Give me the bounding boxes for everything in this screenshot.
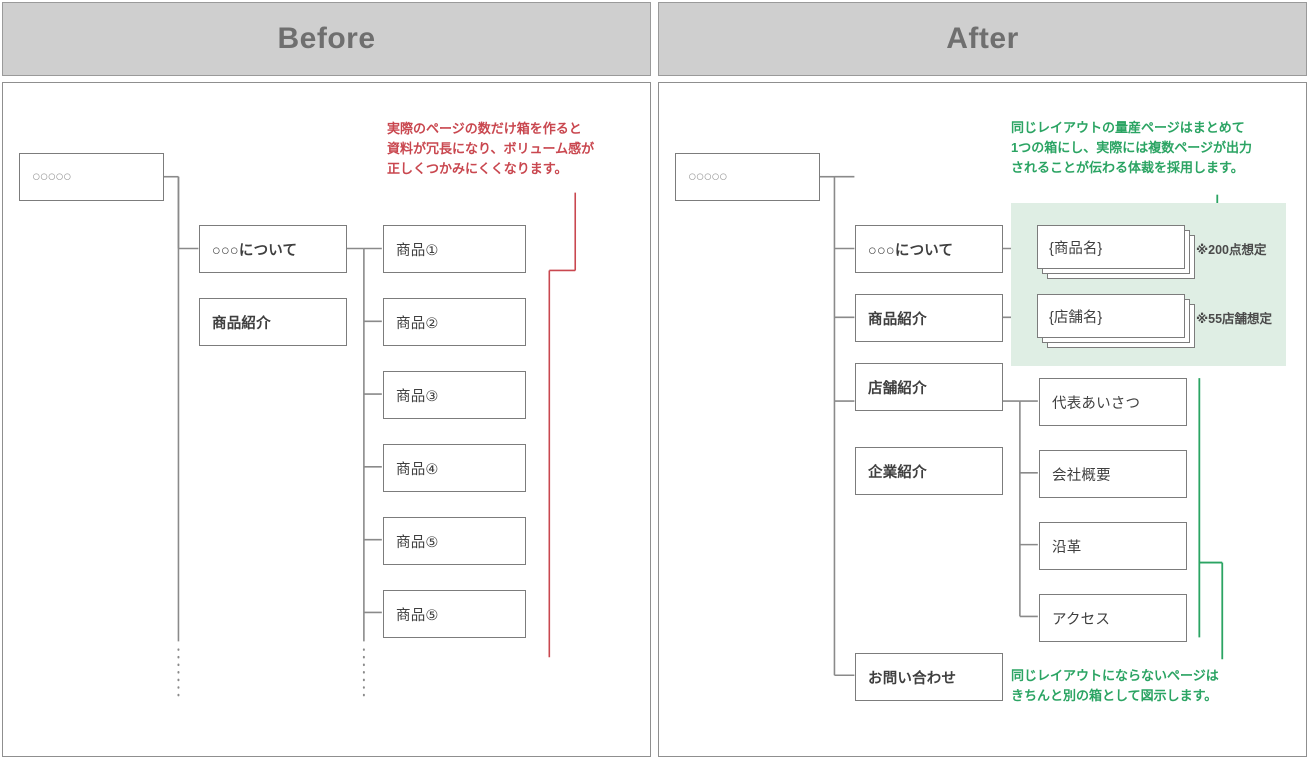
- after-node-company-child-1[interactable]: 代表あいさつ: [1039, 378, 1187, 426]
- after-node-product-stack[interactable]: {商品名}: [1037, 225, 1200, 283]
- after-connectors: [819, 175, 1224, 677]
- before-node-about[interactable]: ○○○について: [199, 225, 347, 273]
- before-node-product-4[interactable]: 商品④: [383, 444, 526, 492]
- before-node-product-6[interactable]: 商品⑤: [383, 590, 526, 638]
- after-node-company-child-4[interactable]: アクセス: [1039, 594, 1187, 642]
- after-note-shop-count: ※55店舗想定: [1196, 312, 1273, 326]
- before-node-product-5[interactable]: 商品⑤: [383, 517, 526, 565]
- after-panel-body: ○○○○○ ○○○について 商品紹介 店舗紹介 企業紹介: [658, 82, 1307, 757]
- after-green-bracket-bottom: [1198, 378, 1224, 660]
- stack-layer-front: [1037, 225, 1185, 269]
- before-panel-body: ○○○○○ ○○○について 商品紹介 商品① 商品② 商品③: [2, 82, 651, 757]
- after-node-root[interactable]: ○○○○○: [675, 153, 820, 201]
- after-node-company-child-3[interactable]: 沿革: [1039, 522, 1187, 570]
- before-dotted-continuation: [177, 648, 365, 698]
- before-panel-header: Before: [2, 2, 651, 76]
- after-node-contact[interactable]: お問い合わせ: [855, 653, 1003, 701]
- before-panel-title: Before: [277, 22, 376, 55]
- after-panel: After ○○○○○ ○○○について 商品紹介: [656, 0, 1309, 759]
- after-node-shops-parent[interactable]: 店舗紹介: [855, 363, 1003, 411]
- after-node-company-parent[interactable]: 企業紹介: [855, 447, 1003, 495]
- after-diagram: ○○○○○ ○○○について 商品紹介 店舗紹介 企業紹介: [659, 83, 1306, 756]
- after-panel-header: After: [658, 2, 1307, 76]
- before-node-product-1[interactable]: 商品①: [383, 225, 526, 273]
- before-connectors: [162, 175, 577, 698]
- after-annotation-bottom: 同じレイアウトにならないページは きちんと別の箱として図示します。: [1011, 668, 1219, 704]
- before-red-bracket: [548, 192, 577, 658]
- before-panel: Before: [0, 0, 653, 759]
- before-node-products-parent[interactable]: 商品紹介: [199, 298, 347, 346]
- after-panel-title: After: [946, 22, 1019, 55]
- after-node-about[interactable]: ○○○について: [855, 225, 1003, 273]
- after-node-company-child-2[interactable]: 会社概要: [1039, 450, 1187, 498]
- after-annotation-top: 同じレイアウトの量産ページはまとめて 1つの箱にし、実際には複数ページが出力 さ…: [1011, 120, 1252, 176]
- after-node-products-parent[interactable]: 商品紹介: [855, 294, 1003, 342]
- before-annotation-text: 実際のページの数だけ箱を作ると 資料が冗長になり、ボリューム感が 正しくつかみに…: [387, 121, 595, 177]
- before-diagram: ○○○○○ ○○○について 商品紹介 商品① 商品② 商品③: [3, 83, 650, 756]
- before-node-root[interactable]: ○○○○○: [19, 153, 164, 201]
- after-note-product-count: ※200点想定: [1196, 243, 1267, 257]
- before-node-product-2[interactable]: 商品②: [383, 298, 526, 346]
- before-node-product-3[interactable]: 商品③: [383, 371, 526, 419]
- stack-layer-front: [1037, 294, 1185, 338]
- after-node-shop-stack[interactable]: {店舗名}: [1037, 294, 1200, 352]
